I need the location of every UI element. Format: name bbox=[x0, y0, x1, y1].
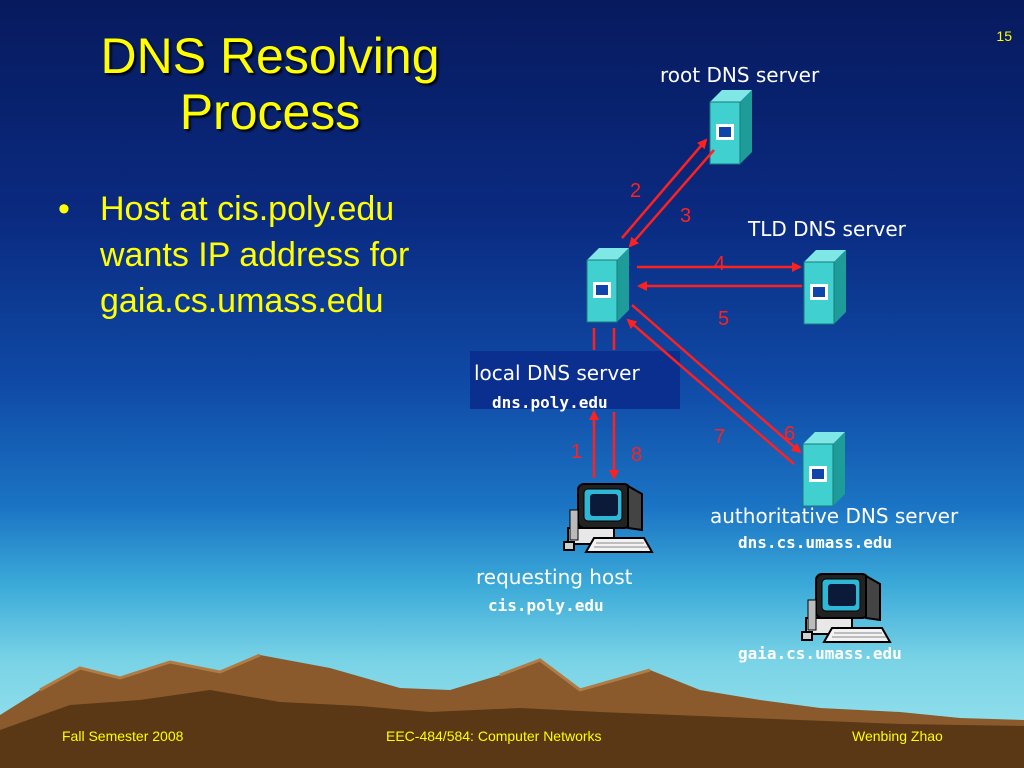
local-dns-server-host: dns.poly.edu bbox=[492, 393, 608, 412]
arrow-step-3 bbox=[628, 149, 715, 248]
tld-dns-server-label: TLD DNS server bbox=[748, 217, 906, 241]
arrow-step-6 bbox=[631, 304, 802, 454]
local-dns-label-box bbox=[470, 351, 680, 409]
local-dns-server-label: local DNS server bbox=[474, 361, 640, 385]
footer-semester: Fall Semester 2008 bbox=[62, 728, 184, 744]
step-label-1: 1 bbox=[571, 441, 583, 463]
local-dns-server-icon bbox=[586, 247, 630, 323]
authoritative-dns-server-host: dns.cs.umass.edu bbox=[738, 533, 893, 552]
step-label-8: 8 bbox=[631, 444, 643, 466]
footer-author: Wenbing Zhao bbox=[852, 728, 943, 744]
target-host-computer-icon bbox=[801, 573, 891, 643]
requesting-host-computer-icon bbox=[563, 483, 653, 553]
target-host-name: gaia.cs.umass.edu bbox=[738, 644, 902, 663]
step-label-2: 2 bbox=[630, 180, 642, 202]
root-dns-server-label: root DNS server bbox=[660, 63, 820, 87]
step-label-6: 6 bbox=[784, 423, 796, 445]
step-label-3: 3 bbox=[680, 205, 692, 227]
step-label-4: 4 bbox=[714, 253, 726, 275]
authoritative-dns-server-label: authoritative DNS server bbox=[710, 504, 959, 528]
tld-dns-server-icon bbox=[803, 249, 847, 325]
bullet-text: Host at cis.poly.edu wants IP address fo… bbox=[100, 190, 410, 320]
requesting-host-label: requesting host bbox=[476, 565, 633, 589]
step-label-5: 5 bbox=[718, 308, 730, 330]
step-label-7: 7 bbox=[714, 426, 726, 448]
bullet-dot: • bbox=[58, 190, 70, 228]
arrow-step-2 bbox=[621, 138, 708, 239]
footer-course: EEC-484/584: Computer Networks bbox=[386, 728, 602, 744]
requesting-host-name: cis.poly.edu bbox=[488, 596, 604, 615]
authoritative-dns-server-icon bbox=[802, 431, 846, 507]
page-number: 15 bbox=[996, 28, 1012, 44]
arrow-step-7 bbox=[626, 318, 795, 465]
slide-title: DNS Resolving Process bbox=[100, 28, 440, 140]
root-dns-server-icon bbox=[709, 89, 753, 165]
